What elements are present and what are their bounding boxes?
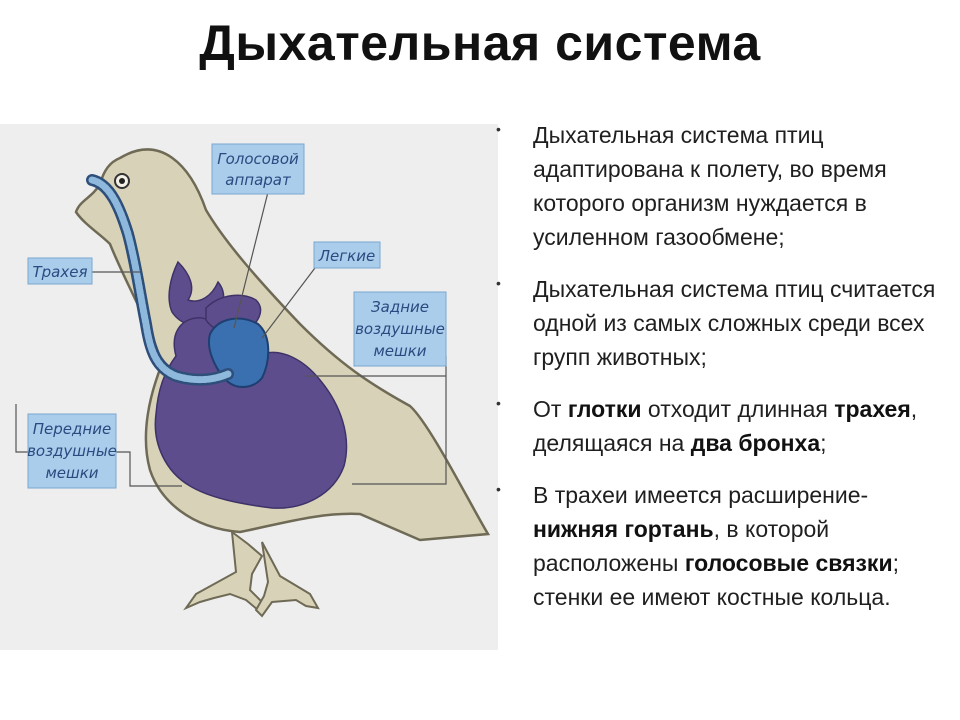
svg-text:Голосовой: Голосовой bbox=[217, 150, 299, 168]
label-lungs: Легкие bbox=[313, 241, 381, 269]
bullet-list: • Дыхательная система птиц адаптирована … bbox=[496, 118, 956, 632]
svg-text:Передние: Передние bbox=[33, 420, 111, 438]
air-sacs bbox=[154, 260, 348, 509]
bullet-dot: • bbox=[496, 481, 501, 497]
svg-text:Трахея: Трахея bbox=[32, 263, 87, 281]
svg-text:Задние: Задние bbox=[371, 298, 429, 316]
pointer-lines bbox=[15, 191, 447, 487]
label-trachea: Трахея bbox=[27, 257, 93, 285]
bullet-item: • От глотки отходит длинная трахея, деля… bbox=[496, 392, 956, 460]
page-title: Дыхательная система bbox=[199, 15, 761, 71]
term-vocal-cords: голосовые связки bbox=[684, 550, 893, 576]
bird-legs bbox=[183, 529, 320, 618]
term-pharynx: глотки bbox=[567, 396, 642, 422]
svg-text:воздушные: воздушные bbox=[355, 320, 445, 338]
bullet-item: • Дыхательная система птиц адаптирована … bbox=[496, 118, 956, 254]
svg-text:мешки: мешки bbox=[373, 342, 426, 360]
term-lower-larynx: нижняя гортань bbox=[533, 516, 714, 542]
svg-text:воздушные: воздушные bbox=[27, 442, 117, 460]
bullet-dot: • bbox=[496, 395, 501, 411]
label-front-air-sacs: Передние воздушные мешки bbox=[27, 413, 117, 489]
bullet-item: • Дыхательная система птиц считается одн… bbox=[496, 272, 956, 374]
term-trachea: трахея bbox=[834, 396, 911, 422]
svg-text:аппарат: аппарат bbox=[225, 171, 292, 189]
svg-text:Легкие: Легкие bbox=[318, 247, 375, 265]
label-voice-apparatus: Голосовой аппарат bbox=[211, 143, 305, 195]
term-two-bronchi: два бронха bbox=[690, 430, 821, 456]
bullet-dot: • bbox=[496, 275, 501, 291]
bullet-dot: • bbox=[496, 121, 501, 137]
bullet-item: • В трахеи имеется расширение- нижняя го… bbox=[496, 478, 956, 614]
label-rear-air-sacs: Задние воздушные мешки bbox=[353, 291, 447, 367]
bird-respiratory-diagram: Голосовой аппарат Легкие Трахея Задние в… bbox=[0, 124, 498, 650]
svg-text:мешки: мешки bbox=[45, 464, 98, 482]
